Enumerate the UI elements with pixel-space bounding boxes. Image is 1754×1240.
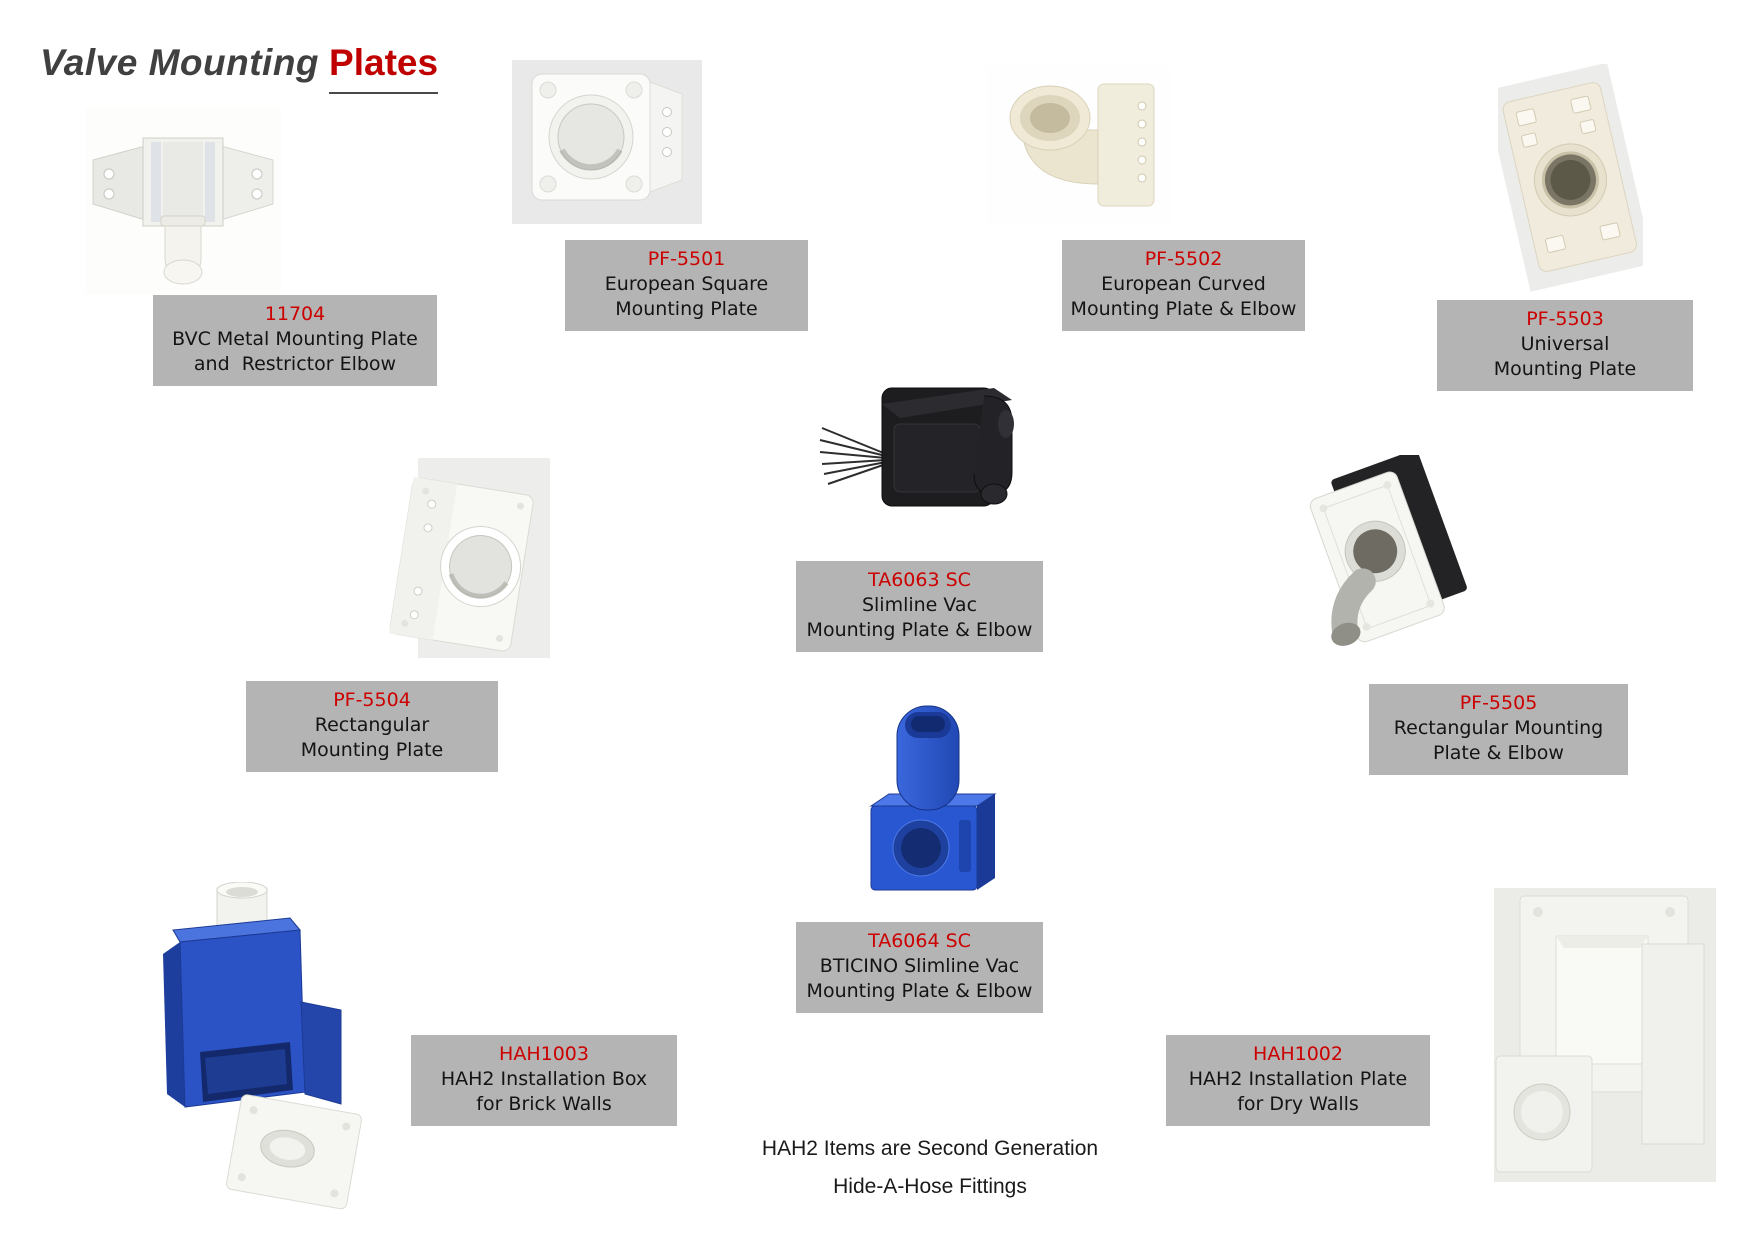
footnote: HAH2 Items are Second Generation Hide-A-… bbox=[640, 1130, 1220, 1206]
product-label-pf-5504: PF-5504 Rectangular Mounting Plate bbox=[246, 681, 498, 772]
product-label-pf-5503: PF-5503 Universal Mounting Plate bbox=[1437, 300, 1693, 391]
bticino-slimline-vac-mounting-plate-photo bbox=[845, 698, 1015, 918]
product-desc-line1: Rectangular Mounting bbox=[1393, 717, 1604, 739]
product-label-pf-5501: PF-5501 European Square Mounting Plate bbox=[565, 240, 808, 331]
page-title-prefix: Valve Mounting bbox=[40, 42, 320, 83]
product-desc-line1: BVC Metal Mounting Plate bbox=[172, 328, 418, 350]
product-code: PF-5501 bbox=[647, 248, 726, 270]
bvc-metal-mounting-plate-photo bbox=[85, 108, 281, 294]
product-code: PF-5504 bbox=[333, 689, 411, 711]
product-desc-line1: European Square bbox=[604, 273, 769, 295]
product-desc-line1: Slimline Vac bbox=[861, 594, 978, 616]
rectangular-mounting-plate-elbow-photo bbox=[1298, 455, 1468, 661]
product-desc-line1: Rectangular bbox=[314, 714, 430, 736]
product-label-pf-5505: PF-5505 Rectangular Mounting Plate & Elb… bbox=[1369, 684, 1628, 775]
product-code: HAH1003 bbox=[499, 1043, 589, 1065]
product-desc-line2: Mounting Plate bbox=[615, 298, 758, 320]
product-desc-line2: and Restrictor Elbow bbox=[193, 353, 397, 375]
product-label-ta6063-sc: TA6063 SC Slimline Vac Mounting Plate & … bbox=[796, 561, 1043, 652]
product-desc-line1: Universal bbox=[1520, 333, 1610, 355]
product-code: 11704 bbox=[264, 303, 326, 325]
product-label-pf-5502: PF-5502 European Curved Mounting Plate &… bbox=[1062, 240, 1305, 331]
product-desc-line2: for Dry Walls bbox=[1237, 1093, 1359, 1115]
product-code: PF-5505 bbox=[1459, 692, 1538, 714]
product-code: TA6063 SC bbox=[868, 569, 971, 591]
product-desc-line2: Mounting Plate bbox=[300, 739, 444, 761]
product-label-ta6064-sc: TA6064 SC BTICINO Slimline Vac Mounting … bbox=[796, 922, 1043, 1013]
product-desc-line1: BTICINO Slimline Vac bbox=[819, 955, 1020, 977]
footnote-line2: Hide-A-Hose Fittings bbox=[833, 1175, 1027, 1198]
product-desc-line1: European Curved bbox=[1101, 273, 1266, 295]
product-desc-line2: Mounting Plate & Elbow bbox=[806, 619, 1033, 641]
product-code: PF-5502 bbox=[1144, 248, 1223, 270]
product-desc-line1: HAH2 Installation Plate bbox=[1188, 1068, 1408, 1090]
hah2-installation-plate-photo bbox=[1494, 888, 1716, 1182]
product-label-hah1002: HAH1002 HAH2 Installation Plate for Dry … bbox=[1166, 1035, 1430, 1126]
universal-mounting-plate-photo bbox=[1498, 64, 1643, 292]
product-code: TA6064 SC bbox=[868, 930, 971, 952]
product-code: PF-5503 bbox=[1526, 308, 1604, 330]
rectangular-mounting-plate-photo bbox=[378, 458, 550, 680]
hah2-installation-box-photo bbox=[105, 882, 371, 1216]
product-desc-line2: for Brick Walls bbox=[476, 1093, 612, 1115]
product-label-hah1003: HAH1003 HAH2 Installation Box for Brick … bbox=[411, 1035, 677, 1126]
european-curved-mounting-plate-photo bbox=[986, 66, 1170, 224]
product-desc-line1: HAH2 Installation Box bbox=[440, 1068, 648, 1090]
product-label-11704: 11704 BVC Metal Mounting Plate and Restr… bbox=[153, 295, 437, 386]
product-desc-line2: Mounting Plate & Elbow bbox=[806, 980, 1033, 1002]
product-desc-line2: Mounting Plate & Elbow bbox=[1070, 298, 1297, 320]
european-square-mounting-plate-photo bbox=[512, 60, 702, 224]
product-code: HAH1002 bbox=[1253, 1043, 1343, 1065]
page-title-highlight: Plates bbox=[329, 42, 439, 94]
product-desc-line2: Plate & Elbow bbox=[1433, 742, 1564, 764]
slimline-vac-mounting-plate-photo bbox=[816, 362, 1042, 538]
footnote-line1: HAH2 Items are Second Generation bbox=[761, 1137, 1099, 1160]
product-desc-line2: Mounting Plate bbox=[1493, 358, 1637, 380]
